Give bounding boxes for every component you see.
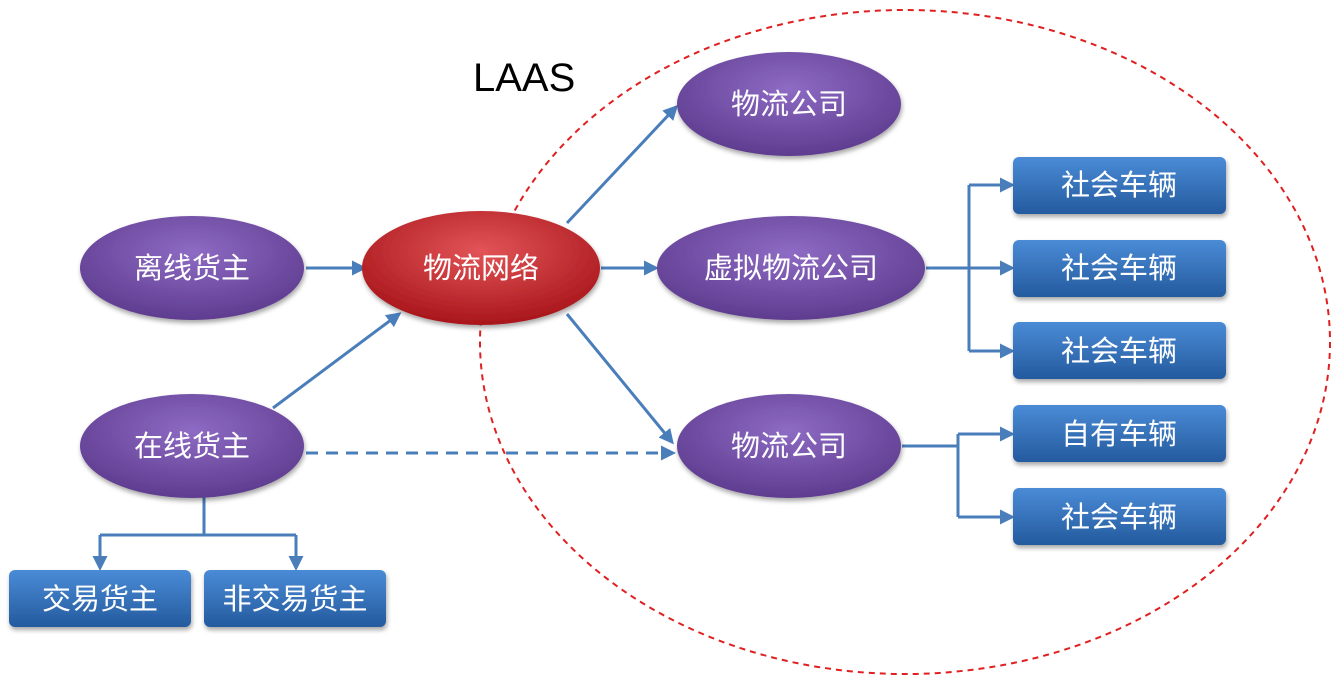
node-logistics-company-bottom[interactable]: 物流公司 (677, 394, 901, 498)
node-virtual-logistics-company[interactable]: 虚拟物流公司 (657, 216, 925, 320)
online-shipper-label: 在线货主 (134, 429, 250, 463)
virtual-logistics-company-shape (657, 216, 925, 320)
offline-shipper-shape (80, 216, 304, 320)
logistics-company-top-shape (677, 52, 901, 156)
non-trading-shipper-shape (204, 570, 386, 627)
social-vehicle-2-shape (1013, 240, 1226, 297)
social-vehicle-1-label: 社会车辆 (1061, 168, 1177, 202)
logistics-company-top-label: 物流公司 (731, 87, 847, 121)
node-trading-shipper[interactable]: 交易货主 (9, 570, 191, 627)
node-social-vehicle-1[interactable]: 社会车辆 (1013, 157, 1226, 214)
node-social-vehicle-4[interactable]: 社会车辆 (1013, 488, 1226, 545)
connector-virtual-to-vehicles (926, 185, 971, 351)
arrow-network-to-company-top (565, 104, 679, 225)
own-vehicle-shape (1013, 405, 1226, 462)
social-vehicle-4-shape (1013, 488, 1226, 545)
virtual-logistics-company-label: 虚拟物流公司 (704, 251, 878, 285)
logistics-network-label: 物流网络 (423, 251, 539, 285)
own-vehicle-label: 自有车辆 (1061, 417, 1177, 451)
logistics-company-bottom-shape (677, 394, 901, 498)
logistics-network-shape (362, 211, 600, 325)
logistics-company-bottom-label: 物流公司 (731, 429, 847, 463)
node-offline-shipper[interactable]: 离线货主 (80, 216, 304, 320)
node-social-vehicle-3[interactable]: 社会车辆 (1013, 322, 1226, 379)
social-vehicle-3-shape (1013, 322, 1226, 379)
offline-shipper-label: 离线货主 (134, 251, 250, 285)
node-logistics-company-top[interactable]: 物流公司 (677, 52, 901, 156)
node-social-vehicle-2[interactable]: 社会车辆 (1013, 240, 1226, 297)
node-online-shipper[interactable]: 在线货主 (80, 394, 304, 498)
non-trading-shipper-label: 非交易货主 (222, 582, 367, 616)
node-non-trading-shipper[interactable]: 非交易货主 (204, 570, 386, 627)
laas-boundary (479, 9, 1331, 675)
online-shipper-shape (80, 394, 304, 498)
arrow-online-to-network (272, 312, 402, 410)
node-own-vehicle[interactable]: 自有车辆 (1013, 405, 1226, 462)
connectors (92, 104, 1015, 571)
node-logistics-network[interactable]: 物流网络 (362, 211, 600, 325)
connector-online-split (100, 497, 296, 537)
arrow-network-to-company-bottom (565, 313, 674, 445)
trading-shipper-shape (9, 570, 191, 627)
social-vehicle-4-label: 社会车辆 (1061, 500, 1177, 534)
social-vehicle-1-shape (1013, 157, 1226, 214)
trading-shipper-label: 交易货主 (42, 582, 158, 616)
connector-company-to-vehicles (902, 434, 960, 517)
social-vehicle-3-label: 社会车辆 (1061, 334, 1177, 368)
laas-label: LAAS (473, 56, 575, 100)
social-vehicle-2-label: 社会车辆 (1061, 251, 1177, 285)
